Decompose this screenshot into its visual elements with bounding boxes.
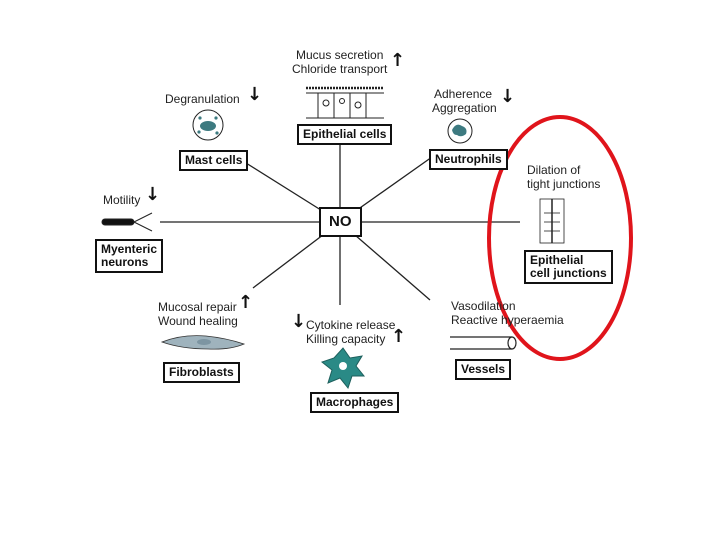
epithelial-up-arrow-icon: ↑ — [390, 50, 406, 71]
fibroblast-effect-1: Mucosal repair — [158, 300, 237, 314]
epithelial-junctions-label: Epithelial cell junctions — [524, 250, 613, 284]
fibroblast-up-arrow-icon: ↑ — [238, 292, 254, 313]
neutrophil-down-arrow-icon: ↓ — [500, 86, 516, 107]
neuron-illustration — [101, 212, 153, 232]
vessels-label: Vessels — [455, 359, 512, 380]
macrophages-label: Macrophages — [310, 392, 400, 413]
myenteric-label-line1: Myenteric — [101, 242, 158, 256]
neutrophil-effect-2: Aggregation — [432, 101, 497, 115]
junctions-label-line2: cell junctions — [530, 266, 607, 280]
epithelial-cells-illustration — [306, 86, 384, 119]
macrophage-effect-1: Cytokine release — [306, 318, 396, 332]
junctions-label-line1: Epithelial — [530, 253, 584, 267]
no-center-box: NO — [319, 207, 362, 237]
epithelial-cells-label: Epithelial cells — [297, 124, 393, 145]
mast-down-arrow-icon: ↓ — [247, 84, 263, 105]
motility-down-arrow-icon: ↓ — [145, 184, 161, 205]
mast-effect: Degranulation — [165, 92, 240, 106]
epithelial-effect-1: Mucus secretion — [296, 48, 384, 62]
macrophage-effect-2: Killing capacity — [306, 332, 386, 346]
neutrophil-illustration — [447, 118, 473, 144]
fibroblast-effect-2: Wound healing — [158, 314, 238, 328]
fibroblasts-label: Fibroblasts — [163, 362, 240, 383]
myenteric-neurons-label: Myenteric neurons — [95, 239, 164, 273]
mast-cell-illustration — [192, 109, 224, 141]
mast-cells-label: Mast cells — [179, 150, 249, 171]
junction-effect-1: Dilation of — [527, 163, 581, 177]
motility-effect: Motility — [103, 193, 141, 207]
vessel-effect-1: Vasodilation — [451, 299, 516, 313]
myenteric-label-line2: neurons — [101, 255, 149, 269]
killing-up-arrow-icon: ↑ — [391, 326, 407, 347]
vessel-illustration — [450, 336, 517, 350]
neutrophil-effect-1: Adherence — [434, 87, 493, 101]
junction-effect-2: tight junctions — [527, 177, 601, 191]
tight-junction-illustration — [539, 198, 565, 244]
fibroblast-illustration — [160, 335, 246, 350]
vessel-effect-2: Reactive hyperaemia — [451, 313, 564, 327]
macrophage-illustration — [320, 347, 366, 390]
epithelial-effect-2: Chloride transport — [292, 62, 388, 76]
neutrophils-label: Neutrophils — [429, 149, 508, 170]
highlight-ellipse — [487, 115, 633, 361]
cytokine-down-arrow-icon: ↓ — [291, 311, 307, 332]
